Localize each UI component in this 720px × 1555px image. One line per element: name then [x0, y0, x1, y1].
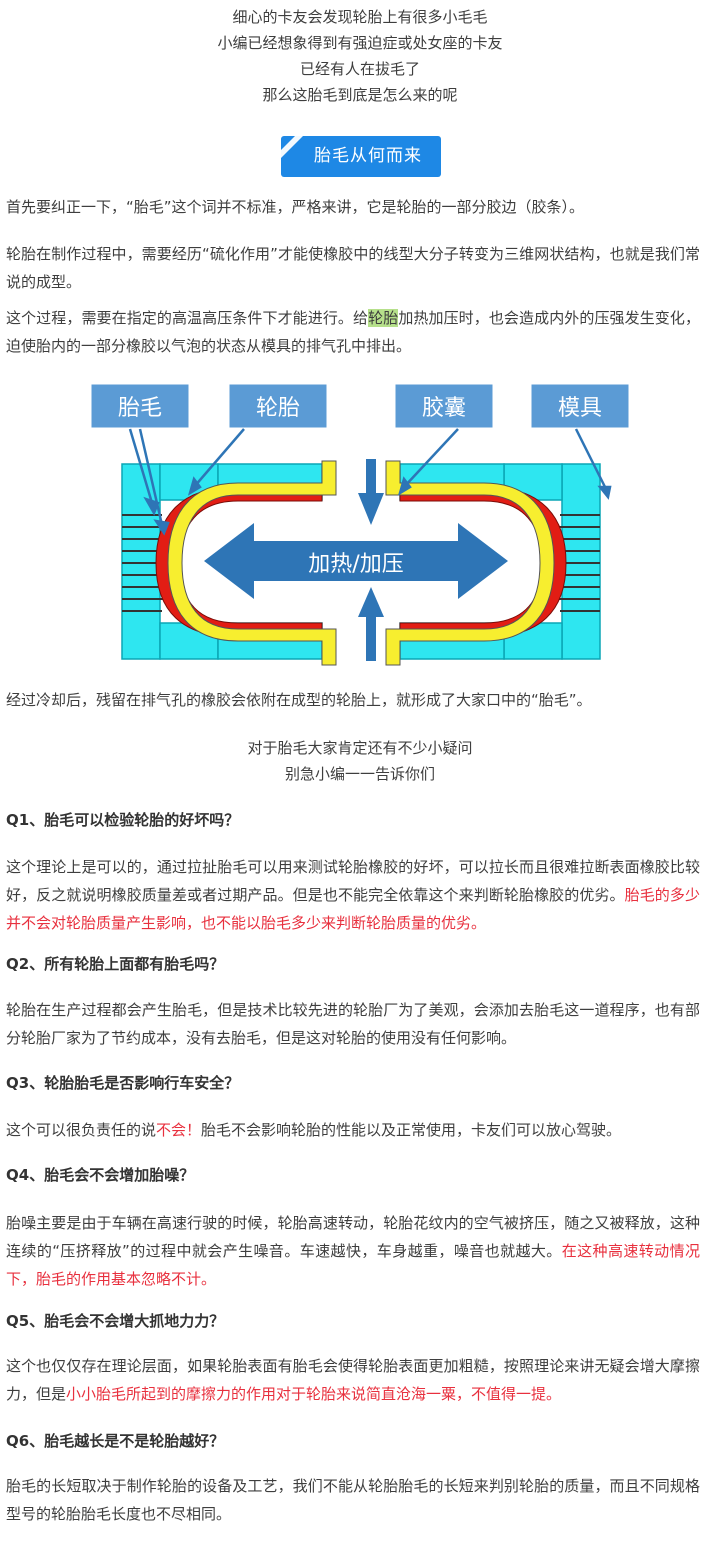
label-mold-text: 模具: [558, 396, 602, 421]
section-title: 胎毛从何而来: [314, 146, 422, 166]
press-arrow-top: [358, 459, 384, 525]
answer-5-emphasis: 小小胎毛所起到的摩擦力的作用对于轮胎来说简直沧海一粟，不值得一提。: [66, 1385, 562, 1403]
paragraph-4: 经过冷却后，残留在排气孔的橡胶会依附在成型的轮胎上，就形成了大家口中的“胎毛”。: [6, 691, 592, 709]
intro-line-3: 已经有人在拔毛了: [299, 60, 420, 78]
mid-line-1: 对于胎毛大家肯定还有不少小疑问: [247, 739, 473, 757]
highlighted-tire: 轮胎: [368, 309, 399, 327]
heat-pressure-arrow: [204, 523, 508, 599]
pointer-lines: [128, 428, 612, 536]
answer-6: 胎毛的长短取决于制作轮胎的设备及工艺，我们不能从轮胎胎毛的长短来判别轮胎的质量，…: [6, 1477, 700, 1523]
answer-4: 胎噪主要是由于车辆在高速行驶的时候，轮胎高速转动，轮胎花纹内的空气被挤压，随之又…: [6, 1209, 700, 1293]
intro-line-1: 细心的卡友会发现轮胎上有很多小毛毛: [232, 8, 488, 26]
answer-2: 轮胎在生产过程都会产生胎毛，但是技术比较先进的轮胎厂为了美观，会添加去胎毛这一道…: [6, 1001, 700, 1047]
intro-line-2: 小编已经想象得到有强迫症或处女座的卡友: [217, 34, 503, 52]
right-mold: [399, 463, 601, 660]
label-bladder: 胶囊: [392, 381, 496, 431]
answer-5: 这个也仅仅存在理论层面，如果轮胎表面有胎毛会使得轮胎表面更加粗糙，按照理论来讲无…: [6, 1352, 700, 1408]
answer-1-text: 这个理论上是可以的，通过拉扯胎毛可以用来测试轮胎橡胶的好坏，可以拉长而且很难拉断…: [6, 858, 700, 904]
label-bladder-text: 胶囊: [422, 396, 466, 421]
question-2: Q2、所有轮胎上面都有胎毛吗？: [6, 955, 225, 973]
paragraph-3: 这个过程，需要在指定的高温高压条件下才能进行。给轮胎加热加压时，也会造成内外的压…: [6, 304, 700, 360]
section-title-badge: 胎毛从何而来: [281, 136, 441, 177]
tire-molding-diagram: 加热/加压 胎毛 轮胎 胶囊 模具: [88, 381, 632, 666]
paragraph-2: 轮胎在制作过程中，需要经历“硫化作用”才能使橡胶中的线型大分子转变为三维网状结构…: [6, 245, 700, 291]
answer-3-text-a: 这个可以很负责任的说: [6, 1121, 157, 1139]
answer-3-text-b: 胎毛不会影响轮胎的性能以及正常使用，卡友们可以放心驾驶。: [201, 1121, 622, 1139]
answer-4-emphasis: 在这种高速转动情况下，胎毛的作用基本忽略不计。: [6, 1242, 700, 1288]
label-tire: 轮胎: [226, 381, 330, 431]
answer-5-text: 这个也仅仅存在理论层面，如果轮胎表面有胎毛会使得轮胎表面更加粗糙，按照理论来讲无…: [6, 1357, 700, 1403]
answer-3: 这个可以很负责任的说不会！胎毛不会影响轮胎的性能以及正常使用，卡友们可以放心驾驶…: [6, 1116, 700, 1144]
right-bladder: [385, 460, 555, 666]
answer-4-text: 胎噪主要是由于车辆在高速行驶的时候，轮胎高速转动，轮胎花纹内的空气被挤压，随之又…: [6, 1214, 700, 1260]
question-3: Q3、轮胎胎毛是否影响行车安全？: [6, 1074, 240, 1092]
answer-3-emphasis: 不会！: [156, 1121, 202, 1139]
label-tire-hair-text: 胎毛: [118, 396, 162, 421]
label-tire-hair: 胎毛: [88, 381, 192, 431]
answer-1-emphasis: 胎毛的多少并不会对轮胎质量产生影响，也不能以胎毛多少来判断轮胎质量的优劣。: [6, 886, 700, 932]
mid-line-2: 别急小编一一告诉你们: [284, 765, 435, 783]
badge-corner-decoration: [281, 136, 303, 158]
left-bladder: [167, 460, 337, 666]
paragraph-3-text-a: 这个过程，需要在指定的高温高压条件下才能进行。给: [6, 309, 369, 327]
answer-1: 这个理论上是可以的，通过拉扯胎毛可以用来测试轮胎橡胶的好坏，可以拉长而且很难拉断…: [6, 853, 700, 937]
question-5: Q5、胎毛会不会增大抓地力力？: [6, 1312, 225, 1330]
paragraph-1: 首先要纠正一下，“胎毛”这个词并不标准，严格来讲，它是轮胎的一部分胶边（胶条）。: [6, 198, 585, 216]
heat-pressure-label: 加热/加压: [308, 552, 403, 577]
press-arrow-bottom: [358, 587, 384, 661]
question-4: Q4、胎毛会不会增加胎噪？: [6, 1166, 195, 1184]
intro-line-4: 那么这胎毛到底是怎么来的呢: [262, 86, 458, 104]
paragraph-3-text-b: 加热加压时，也会造成内外的压强发生变化，迫使胎内的一部分橡胶以气泡的状态从模具的…: [6, 309, 700, 355]
question-1: Q1、胎毛可以检验轮胎的好坏吗？: [6, 811, 240, 829]
question-6: Q6、胎毛越长是不是轮胎越好？: [6, 1432, 225, 1450]
label-tire-text: 轮胎: [256, 396, 300, 421]
label-mold: 模具: [528, 381, 632, 431]
